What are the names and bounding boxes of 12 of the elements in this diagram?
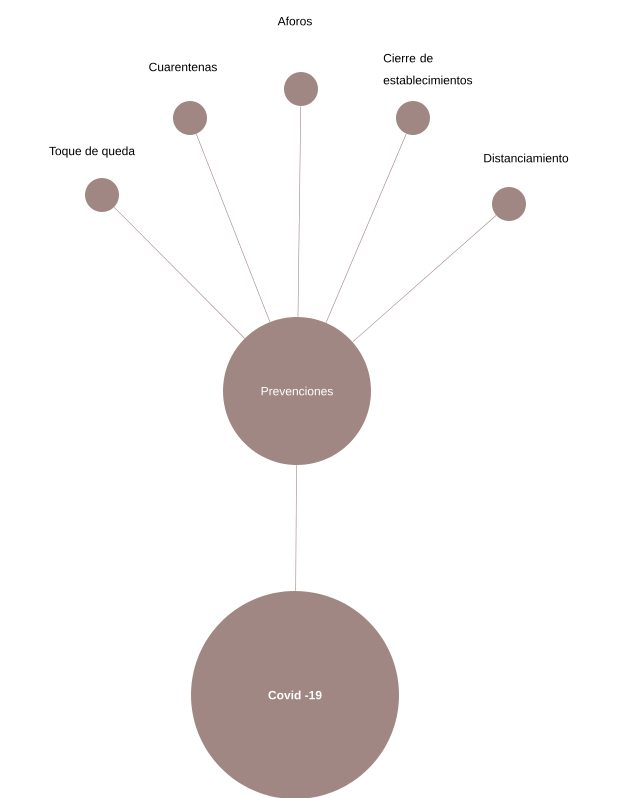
node-label: Cierre de establecimientos <box>384 54 472 84</box>
node-label: Toque de queda <box>49 146 135 158</box>
node-label: Cuarentenas <box>149 62 217 72</box>
connector-line <box>326 134 407 323</box>
connector-line <box>196 134 270 322</box>
circle-node: Prevenciones <box>223 317 371 465</box>
connector-line <box>298 106 302 318</box>
connector-line <box>352 215 496 342</box>
connector-line <box>114 206 245 339</box>
connector-line <box>295 464 297 592</box>
node-label: Aforos <box>278 16 312 26</box>
node-label: Distanciamiento <box>484 154 568 162</box>
